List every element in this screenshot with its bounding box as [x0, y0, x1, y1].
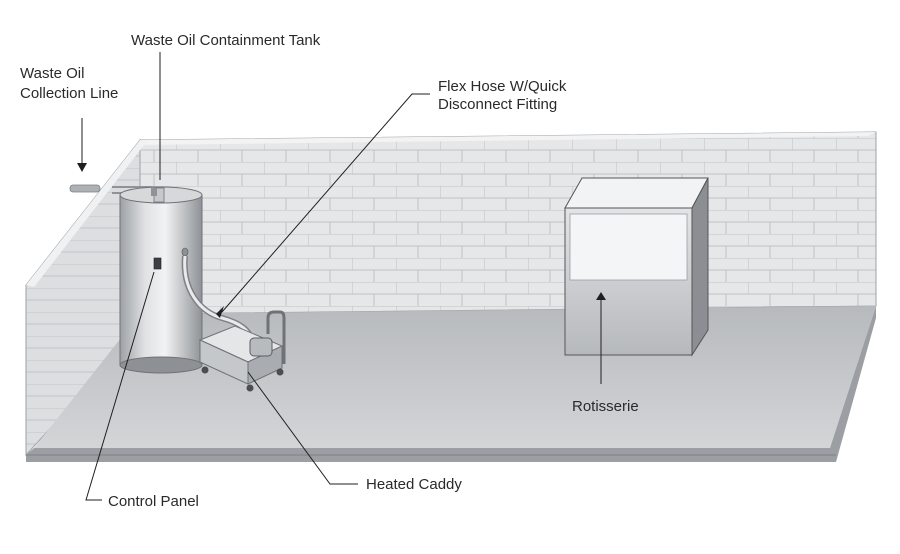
label-control-panel: Control Panel	[108, 493, 199, 510]
caddy-leader	[247, 371, 358, 485]
heated-caddy	[198, 310, 286, 392]
leader-lines	[81, 52, 602, 501]
control-panel-leader	[85, 271, 155, 501]
back-wall	[139, 131, 877, 315]
rotisserie-arrow	[596, 292, 606, 300]
label-rotisserie: Rotisserie	[572, 398, 639, 415]
label-flex-hose-1: Flex Hose W/Quick	[438, 78, 567, 95]
label-collection-line-2: Collection Line	[20, 85, 118, 102]
containment-tank	[119, 186, 203, 374]
control-panel	[153, 257, 162, 270]
tank-outlet	[181, 247, 189, 257]
label-containment-tank: Waste Oil Containment Tank	[131, 32, 321, 49]
flex-hose-leader	[221, 93, 430, 313]
collection-line-arrow	[77, 163, 87, 172]
label-flex-hose-2: Disconnect Fitting	[438, 96, 557, 113]
flex-hose-arrow	[216, 306, 224, 318]
label-collection-line-1: Waste Oil	[20, 65, 84, 82]
arrowheads	[77, 163, 606, 318]
labels: Waste Oil Collection Line Waste Oil Cont…	[20, 32, 639, 510]
label-heated-caddy: Heated Caddy	[366, 476, 462, 493]
rotisserie	[564, 177, 709, 357]
